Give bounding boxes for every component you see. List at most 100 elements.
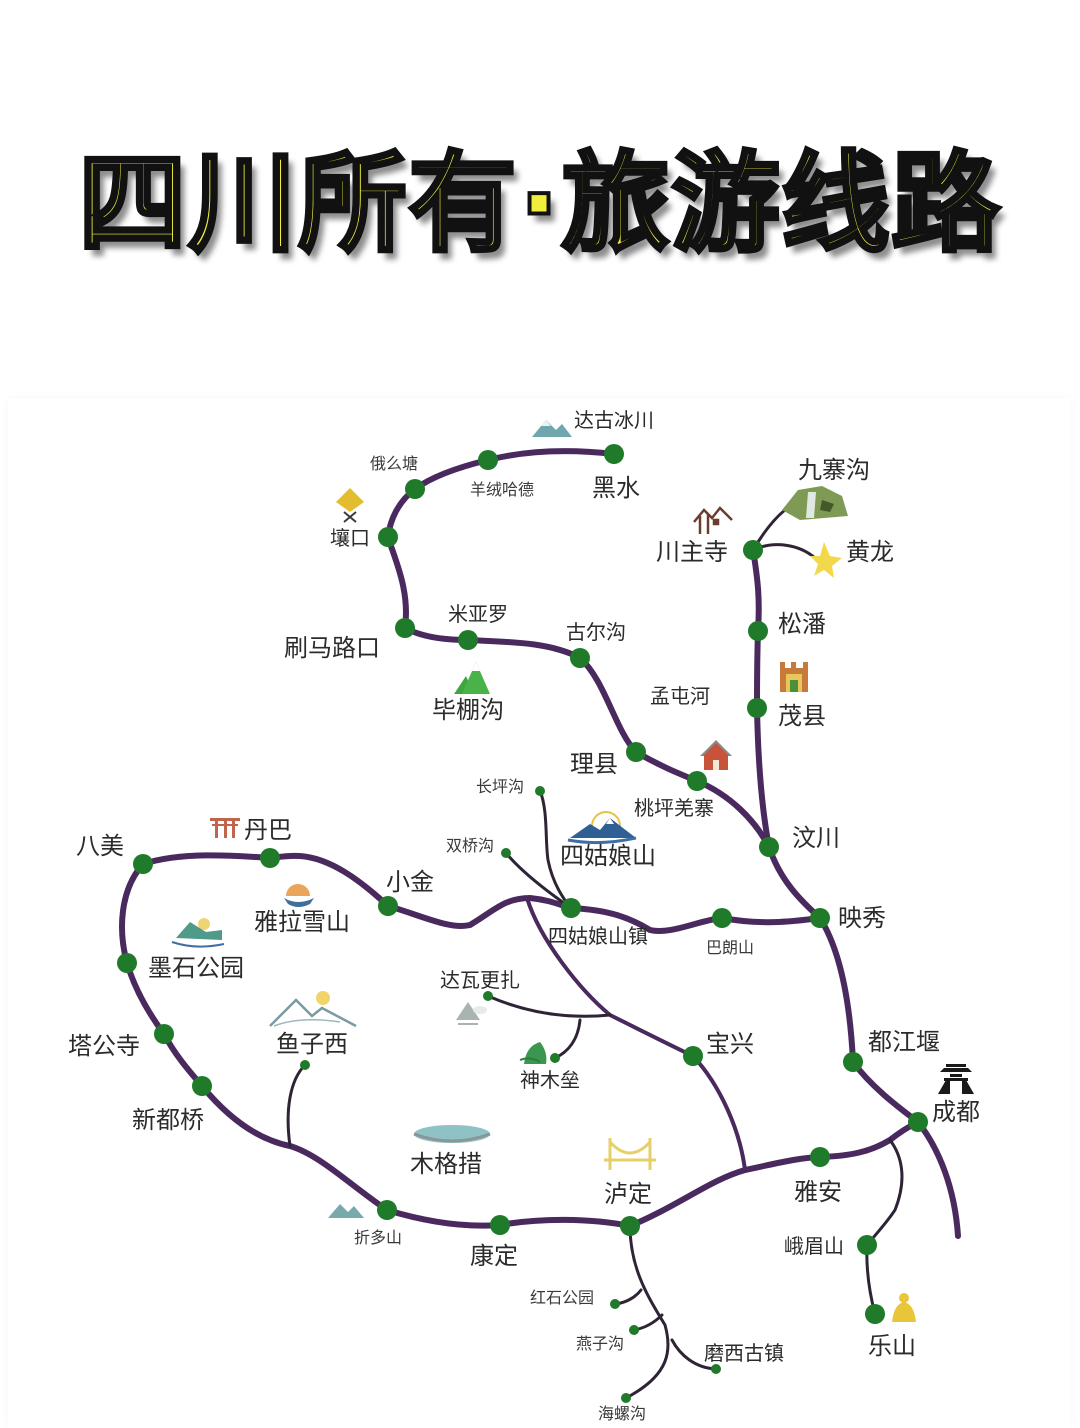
node-kangding[interactable] [490, 1215, 510, 1235]
node-yaan[interactable] [810, 1147, 830, 1167]
label-yanzigou: 燕子沟 [576, 1334, 625, 1353]
label-shuamaluokou: 刷马路口 [284, 634, 380, 662]
label-mugecuo: 木格措 [410, 1150, 482, 1178]
label-emeishan: 峨眉山 [784, 1234, 844, 1258]
node-tagongsi[interactable] [154, 1024, 174, 1044]
node-changpinggou[interactable] [535, 786, 545, 796]
node-bamei[interactable] [133, 854, 153, 874]
label-xinduqiao: 新都桥 [132, 1106, 204, 1134]
node-miyaluo[interactable] [458, 630, 478, 650]
branch-hailuogou [624, 1224, 670, 1400]
route-map-panel [8, 398, 1070, 1428]
node-dawagengzha[interactable] [483, 991, 493, 1001]
node-maoxian[interactable] [747, 698, 767, 718]
node-yingxiu[interactable] [810, 908, 830, 928]
node-rangkou[interactable] [378, 527, 398, 547]
node-yanzigou[interactable] [629, 1325, 639, 1335]
node-songpan[interactable] [748, 621, 768, 641]
label-emetang: 俄么塘 [370, 454, 419, 473]
node-zheduoshan[interactable] [377, 1200, 397, 1220]
branch-shenmulei [553, 1018, 582, 1060]
node-balangshan[interactable] [712, 908, 732, 928]
label-leshan: 乐山 [868, 1332, 916, 1360]
label-guergou: 古尔沟 [566, 620, 626, 644]
label-dawagengzha: 达瓦更扎 [440, 968, 520, 992]
node-taoping[interactable] [687, 771, 707, 791]
label-dagu: 达古冰川 [574, 408, 654, 432]
node-hailuogou[interactable] [621, 1393, 631, 1403]
snow-mountain-icon [567, 811, 637, 845]
label-siguniangshan: 四姑娘山 [560, 842, 656, 870]
branch-dawagengzha [486, 994, 612, 1018]
node-shuangqiaogou[interactable] [501, 848, 511, 858]
sunrise-mountain-icon [284, 884, 314, 907]
node-shenmulei[interactable] [550, 1053, 560, 1063]
label-zheduoshan: 折多山 [354, 1228, 403, 1247]
node-chuanzhusi[interactable] [743, 540, 763, 560]
label-yingxiu: 映秀 [838, 904, 886, 932]
label-shuangqiaogou: 双桥沟 [446, 836, 495, 855]
route-xiaojin-chengdu [119, 852, 921, 1229]
poi-icons [171, 420, 974, 1322]
node-yuzixi[interactable] [300, 1060, 310, 1070]
node-luding[interactable] [620, 1216, 640, 1236]
node-moxiguzhen[interactable] [711, 1364, 721, 1374]
green-mountain-icon [454, 662, 490, 694]
node-leshan[interactable] [865, 1304, 885, 1324]
house-icon [700, 740, 732, 770]
temple-icon [693, 506, 733, 534]
label-yalaxueshan: 雅拉雪山 [254, 908, 350, 936]
label-maoxian: 茂县 [778, 702, 826, 730]
node-wenchuan[interactable] [759, 837, 779, 857]
label-rangkou: 壤口 [330, 526, 370, 550]
glacier-mountain-icon [532, 420, 572, 437]
node-moshigongyuan[interactable] [117, 953, 137, 973]
label-moshigongyuan: 墨石公园 [148, 954, 244, 982]
label-songpan: 松潘 [778, 610, 826, 638]
label-yuzixi: 鱼子西 [276, 1030, 348, 1058]
node-baoxing[interactable] [683, 1046, 703, 1066]
node-guergou[interactable] [570, 648, 590, 668]
label-huanglong: 黄龙 [846, 538, 894, 566]
lake-icon [413, 1125, 491, 1143]
label-yangrong: 羊绒哈德 [470, 480, 535, 499]
label-bamei: 八美 [76, 832, 124, 860]
node-shuamaluokou[interactable] [395, 618, 415, 638]
node-danba[interactable] [260, 848, 280, 868]
node-lixian[interactable] [626, 742, 646, 762]
label-changpinggou: 长坪沟 [476, 777, 525, 796]
label-luding: 泸定 [604, 1180, 652, 1208]
node-emeishan[interactable] [857, 1235, 877, 1255]
jiuzhaigou-waterfall-icon [782, 486, 848, 520]
forest-icon [519, 1042, 547, 1064]
label-chuanzhusi: 川主寺 [656, 538, 728, 566]
node-hongshigongyuan[interactable] [610, 1299, 620, 1309]
node-heishui[interactable] [604, 444, 624, 464]
node-xinduqiao[interactable] [192, 1076, 212, 1096]
node-xiaojin[interactable] [378, 896, 398, 916]
title-banner: 四川所有·旅游线路 [0, 120, 1080, 270]
label-moxiguzhen: 磨西古镇 [704, 1341, 784, 1365]
torii-gate-icon [210, 818, 240, 838]
node-dujiangyan[interactable] [843, 1052, 863, 1072]
node-emetang[interactable] [405, 479, 425, 499]
node-yangrong[interactable] [478, 450, 498, 470]
small-mountain-icon [328, 1204, 364, 1218]
label-miyaluo: 米亚罗 [448, 602, 508, 626]
branch-moxi [670, 1338, 718, 1371]
label-heishui: 黑水 [592, 474, 640, 502]
label-baoxing: 宝兴 [706, 1030, 754, 1058]
label-hongshigongyuan: 红石公园 [530, 1288, 595, 1307]
label-wenchuan: 汶川 [792, 824, 840, 852]
rangkou-hat-icon [336, 488, 364, 523]
label-balangshan: 巴朗山 [706, 938, 755, 957]
label-lixian: 理县 [570, 750, 618, 778]
node-chengdu[interactable] [908, 1112, 928, 1132]
label-tagongsi: 塔公寺 [68, 1032, 140, 1060]
branch-leshan [865, 1243, 877, 1316]
branch-yuzixi [286, 1063, 307, 1148]
branch-changpinggou [538, 789, 573, 910]
node-siguniangzhen[interactable] [561, 898, 581, 918]
landscape-icon [171, 918, 225, 948]
